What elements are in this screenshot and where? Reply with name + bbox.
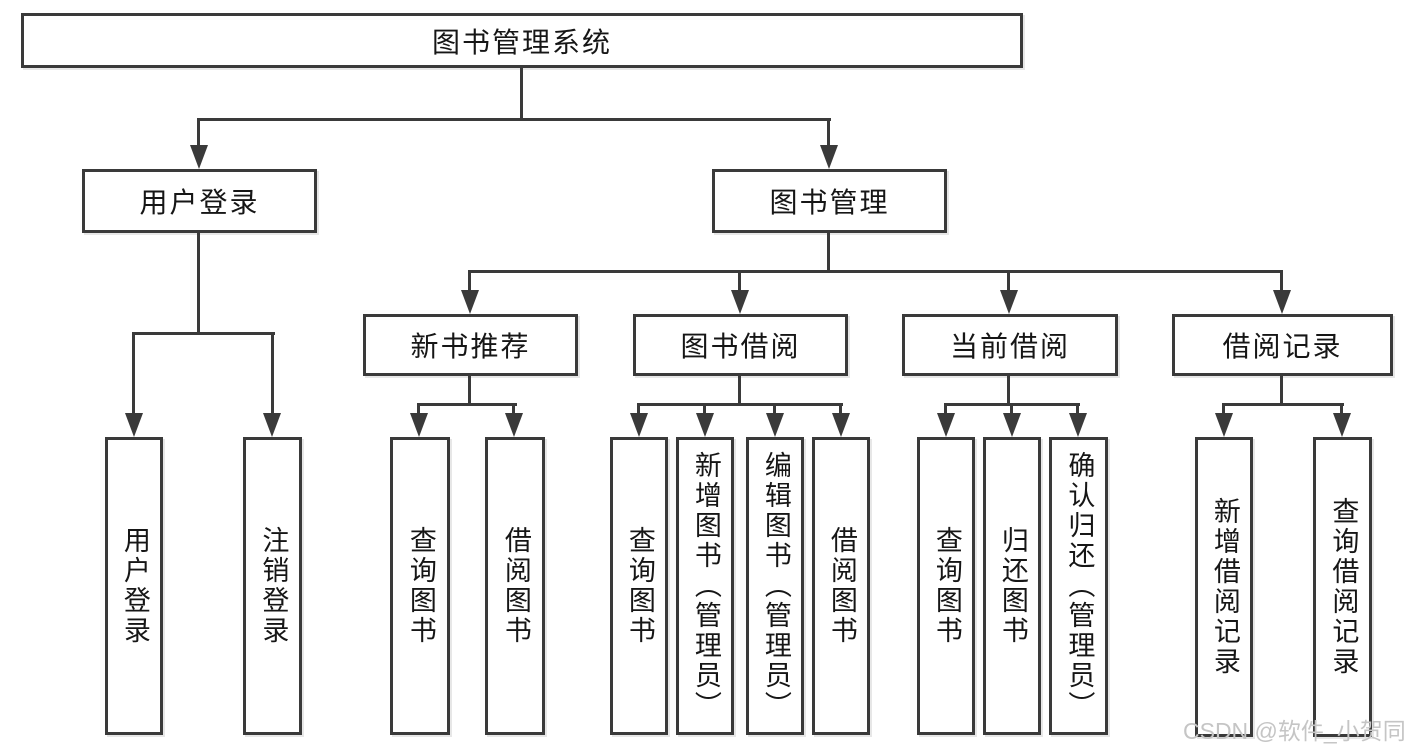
leaf-query-books-recommend: 查询图书 [390,437,450,735]
leaf-label: 借阅图书 [500,526,531,646]
leaf-query-books-borrowing: 查询图书 [610,437,668,735]
connector-user-login-stem [197,231,200,335]
connector-current-stem [1007,374,1010,406]
connector-root-stem [520,66,523,120]
connector-level3-rail [468,270,1283,273]
connector-shaft-bb-edit [773,403,776,415]
arrowhead-current-borrowing [1000,290,1018,314]
leaf-query-books-current: 查询图书 [917,437,975,735]
leaf-label: 借阅图书 [826,526,857,646]
node-label: 用户登录 [139,187,260,218]
connector-shaft-cb-confirm [1076,403,1079,415]
arrowhead-bb-query [630,413,648,437]
leaf-label: 查询图书 [931,526,962,646]
leaf-logout: 注销登录 [243,437,302,735]
leaf-label: 新增图书（管理员） [690,451,721,721]
node-library-management-system: 图书管理系统 [21,13,1023,68]
connector-shaft-nb-query [417,403,420,415]
connector-level2-rail [197,118,831,121]
connector-user-login-rail [132,332,275,335]
connector-shaft-br-query [1340,403,1343,415]
arrowhead-book-management [820,145,838,169]
connector-shaft-bb-borrow [839,403,842,415]
leaf-label: 注销登录 [258,526,289,646]
arrowhead-new-book [461,290,479,314]
connector-shaft-cb-return [1010,403,1013,415]
connector-shaft-borrowing-records [1280,270,1283,295]
leaf-add-borrow-record: 新增借阅记录 [1195,437,1253,737]
leaf-label: 编辑图书（管理员） [760,451,791,721]
node-label: 图书借阅 [680,331,801,362]
connector-shaft-current-borrowing [1007,270,1010,295]
connector-new-book-rail [417,403,517,406]
arrowhead-bb-borrow [832,413,850,437]
arrowhead-bb-add [696,413,714,437]
node-borrowing-records: 借阅记录 [1172,314,1393,376]
arrowhead-leaf-logout [263,413,281,437]
node-current-borrowing: 当前借阅 [902,314,1118,376]
leaf-edit-book-admin: 编辑图书（管理员） [746,437,804,735]
arrowhead-book-borrowing [731,290,749,314]
leaf-user-login: 用户登录 [105,437,163,735]
connector-shaft-user-login [197,118,200,147]
leaf-borrow-books-recommend: 借阅图书 [485,437,545,735]
leaf-query-borrow-record: 查询借阅记录 [1313,437,1372,737]
leaf-label: 确认归还（管理员） [1064,451,1095,721]
connector-shaft-book-borrowing [738,270,741,295]
arrowhead-borrowing-records [1273,290,1291,314]
connector-records-rail [1222,403,1344,406]
arrowhead-cb-confirm [1069,413,1087,437]
connector-book-management-stem [827,231,830,273]
leaf-label: 用户登录 [119,526,150,646]
csdn-watermark: CSDN @软件_小贺同学 [1183,718,1405,744]
connector-shaft-leaf-logout [271,332,274,415]
node-label: 图书管理系统 [431,26,612,58]
connector-shaft-book-management [827,118,830,147]
leaf-borrow-books-borrowing: 借阅图书 [812,437,870,735]
arrowhead-nb-borrow [505,413,523,437]
leaf-label: 查询图书 [624,526,655,646]
leaf-confirm-return-admin: 确认归还（管理员） [1049,437,1108,735]
node-label: 图书管理 [769,187,890,218]
leaf-return-books: 归还图书 [983,437,1041,735]
leaf-label: 查询图书 [405,526,436,646]
node-user-login: 用户登录 [82,169,317,233]
connector-shaft-new-book [468,270,471,295]
connector-shaft-leaf-user-login [132,332,135,415]
connector-shaft-br-add [1222,403,1225,415]
leaf-label: 查询借阅记录 [1328,497,1359,677]
connector-shaft-nb-borrow [512,403,515,415]
leaf-add-book-admin: 新增图书（管理员） [676,437,734,735]
node-label: 当前借阅 [949,331,1070,362]
node-book-borrowing: 图书借阅 [633,314,848,376]
arrowhead-br-add [1215,413,1233,437]
connector-shaft-cb-query [944,403,947,415]
arrowhead-cb-return [1003,413,1021,437]
arrowhead-nb-query [410,413,428,437]
leaf-label: 新增借阅记录 [1209,497,1240,677]
arrowhead-bb-edit [766,413,784,437]
connector-borrowing-rail [637,403,843,406]
leaf-label: 归还图书 [997,526,1028,646]
arrowhead-leaf-user-login [125,413,143,437]
node-label: 新书推荐 [410,331,531,362]
arrowhead-br-query [1333,413,1351,437]
connector-records-stem [1280,374,1283,406]
connector-shaft-bb-query [637,403,640,415]
node-label: 借阅记录 [1222,331,1343,362]
arrowhead-user-login [190,145,208,169]
node-book-management: 图书管理 [712,169,947,233]
connector-borrowing-stem [738,374,741,406]
connector-new-book-stem [468,374,471,406]
connector-shaft-bb-add [703,403,706,415]
arrowhead-cb-query [937,413,955,437]
node-new-book-recommendation: 新书推荐 [363,314,578,376]
